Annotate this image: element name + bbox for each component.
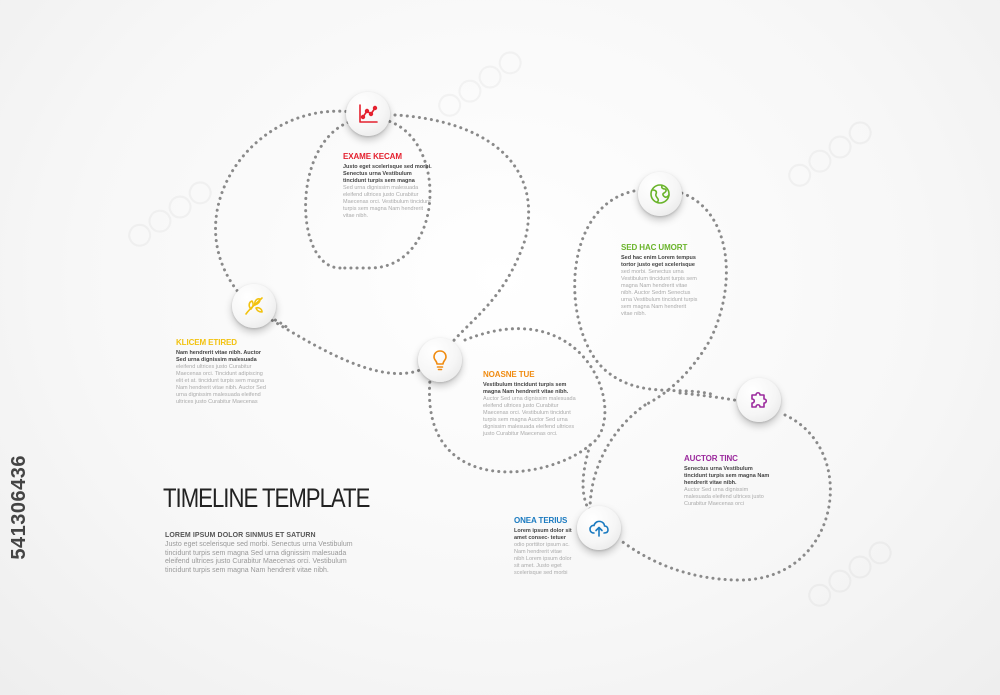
- step-text: Nam hendrerit vitae nibh. Auctor Sed urn…: [176, 350, 262, 363]
- step-block-1: EXAME KECAM Justo eget scelerisque sed m…: [343, 152, 435, 220]
- step-text-secondary: odio porttitor ipsum ac. Nam hendrerit v…: [514, 542, 572, 576]
- lightbulb-icon: [433, 350, 447, 371]
- step-text-secondary: Auctor Sed urna dignissim malesuada elei…: [483, 396, 576, 437]
- path-outer-1: [393, 113, 531, 347]
- step-text: Senectus urna Vestibulum tincidunt turpi…: [684, 466, 770, 486]
- step-title: AUCTOR TINC: [684, 454, 738, 463]
- step-block-3: NOASNE TUE Vestibulum tincidunt turpis s…: [483, 370, 578, 438]
- path-to-5: [678, 391, 747, 404]
- path-2-3: [260, 312, 422, 376]
- step-title: KLICEM ETIRED: [176, 338, 237, 347]
- step-node-1: [346, 92, 390, 136]
- step-text-secondary: Auctor Sed urna dignissim malesuada elei…: [684, 487, 764, 507]
- path-4-right: [643, 188, 728, 407]
- step-text-secondary: Sed urna dignissim malesuada eleifend ul…: [343, 185, 431, 219]
- step-node-4: [638, 172, 682, 216]
- step-text: Lorem ipsum dolor sit amet consec- tetue…: [514, 528, 572, 541]
- step-title: NOASNE TUE: [483, 370, 535, 379]
- step-title: EXAME KECAM: [343, 152, 402, 161]
- step-block-5: AUCTOR TINC Senectus urna Vestibulum tin…: [684, 454, 774, 508]
- step-node-2: [232, 284, 276, 328]
- path-circle-1: [304, 116, 432, 270]
- step-text-secondary: eleifend ultrices justo Curabitur Maecen…: [176, 364, 266, 405]
- step-text: Sed hac enim Lorem tempus tortor justo e…: [621, 255, 696, 268]
- stock-id: 541306436: [8, 455, 30, 560]
- path-loop-4: [573, 188, 717, 397]
- page-description: Justo eget scelerisque sed morbi. Senect…: [165, 541, 353, 574]
- step-text: Vestibulum tincidunt turpis sem magna Na…: [483, 382, 569, 395]
- step-text-secondary: sed morbi. Senectus urna Vestibulum tinc…: [621, 269, 698, 317]
- path-cross: [588, 403, 647, 512]
- page-title: TIMELINE TEMPLATE: [163, 483, 370, 513]
- cloud-upload-icon: [589, 520, 609, 537]
- path-3-6: [581, 443, 597, 522]
- leaves-icon: [245, 297, 263, 315]
- step-block-2: KLICEM ETIRED Nam hendrerit vitae nibh. …: [176, 338, 268, 406]
- page-subtitle: LOREM IPSUM DOLOR SINMUS ET SATURN: [165, 532, 316, 539]
- step-title: ONEA TERIUS: [514, 516, 568, 525]
- step-node-5: [737, 378, 781, 422]
- globe-icon: [650, 184, 670, 204]
- puzzle-icon: [751, 391, 768, 408]
- step-title: SED HAC UMORT: [621, 243, 688, 252]
- chart-icon: [359, 104, 378, 123]
- step-node-3: [418, 338, 462, 382]
- step-text: Justo eget scelerisque sed morbi. Senect…: [343, 164, 432, 184]
- step-block-6: ONEA TERIUS Lorem ipsum dolor sit amet c…: [514, 516, 572, 577]
- step-node-6: [577, 506, 621, 550]
- step-block-4: SED HAC UMORT Sed hac enim Lorem tempus …: [621, 243, 699, 318]
